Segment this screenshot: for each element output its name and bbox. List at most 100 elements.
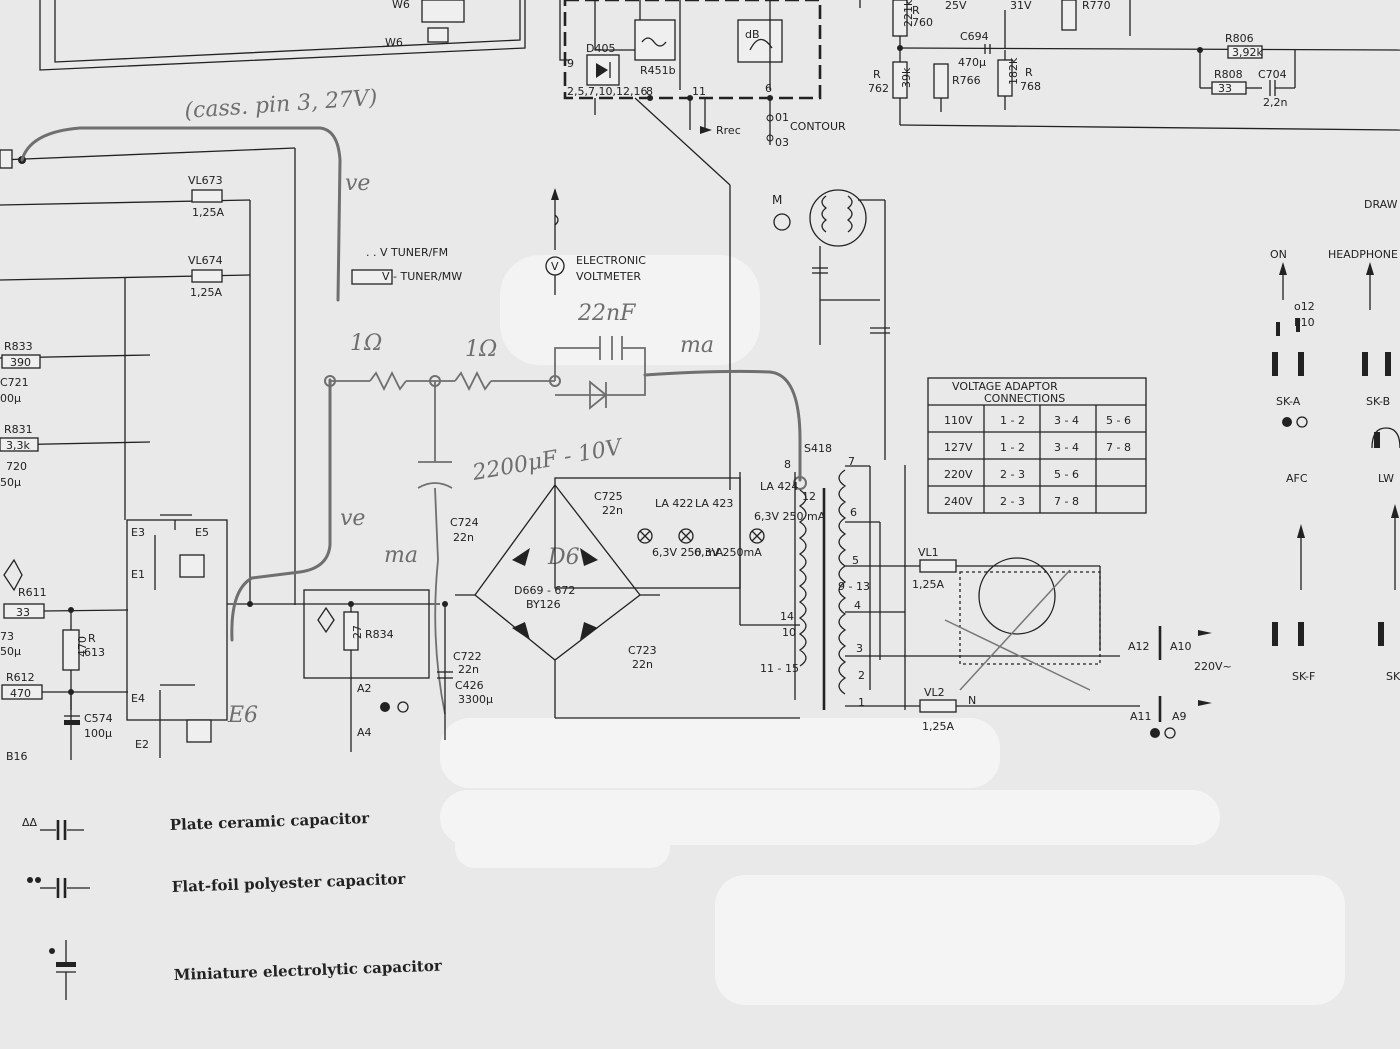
pencil-annotations (20, 126, 807, 715)
r613-label: 613 (84, 646, 105, 659)
adaptor-cell: 1 - 2 (1000, 414, 1025, 427)
c573-value: 50μ (0, 645, 21, 658)
c725-label: C725 (594, 490, 623, 503)
c722-label: C722 (453, 650, 482, 663)
adaptor-cell: 3 - 4 (1054, 414, 1079, 427)
c722-value: 22n (458, 663, 479, 676)
c725-value: 22n (602, 504, 623, 517)
r613-letter: R (88, 632, 96, 645)
la423-spec: 6,3V 250mA (694, 546, 762, 559)
r831-label: R831 (4, 423, 33, 436)
tap-2-label: 2 (858, 669, 865, 682)
ska-label: SK-A (1276, 395, 1301, 408)
b16-label: B16 (6, 750, 28, 763)
v31-label: 31V (1010, 0, 1032, 12)
adaptor-cell: 220V (944, 468, 973, 481)
r762-letter: R (873, 68, 881, 81)
a12-label: A12 (1128, 640, 1150, 653)
la422-label: LA 422 (655, 497, 693, 510)
la422-spec: 6,3V 250 mA (652, 546, 724, 559)
redacted-areas (440, 255, 1345, 1005)
w6-label-a: W6 (392, 0, 410, 11)
vl674-label: VL674 (188, 254, 223, 267)
r762-value: 39k (900, 67, 913, 88)
pin-6-label: 6 (765, 82, 772, 95)
r611-value: 33 (16, 606, 30, 619)
c721-label: C721 (0, 376, 29, 389)
cap-22nf-note: 22nF (577, 301, 636, 326)
meter-section (351, 188, 890, 460)
r770-label: R770 (1082, 0, 1111, 12)
r762-label: 762 (868, 82, 889, 95)
e6-note: E6 (227, 703, 258, 728)
adaptor-cell: 1 - 2 (1000, 441, 1025, 454)
ma-note-bottom: ma (384, 543, 418, 568)
adaptor-cell: 7 - 8 (1054, 495, 1079, 508)
a4-label: A4 (357, 726, 372, 739)
plate-ceramic-marks: ΔΔ (22, 816, 38, 829)
skf-label: SK-F (1292, 670, 1315, 683)
afc-label: AFC (1286, 472, 1308, 485)
vl674-value: 1,25A (190, 286, 222, 299)
tuner-mw-label: V - TUNER/MW (382, 270, 462, 283)
tap-7-label: 7 (848, 455, 855, 468)
c720-value: 50μ (0, 476, 21, 489)
power-supply (303, 465, 1212, 752)
o3-label: 03 (775, 136, 789, 149)
r768-label: 768 (1020, 80, 1041, 93)
c574-value: 100μ (84, 727, 112, 740)
meter-m-symbol: M (772, 193, 782, 207)
v25-label: 25V (945, 0, 967, 12)
r834-label: R834 (365, 628, 394, 641)
r808-label: R808 (1214, 68, 1243, 81)
e2-label: E2 (135, 738, 149, 751)
tap-8-label: 8 (784, 458, 791, 471)
tap-3-label: 3 (856, 642, 863, 655)
tap-4-label: 4 (854, 599, 861, 612)
voltmeter-label: VOLTMETER (576, 270, 641, 283)
r760-letter: R (912, 4, 920, 17)
adaptor-cell: 5 - 6 (1054, 468, 1079, 481)
vl1-label: VL1 (918, 546, 939, 559)
r833-value: 390 (10, 356, 31, 369)
neutral-label: N (968, 694, 976, 707)
c724-label: C724 (450, 516, 479, 529)
r612-value: 470 (10, 687, 31, 700)
switch-p10-label: P10 (1294, 316, 1315, 329)
c704-value: 2,2n (1263, 96, 1287, 109)
a2-label: A2 (357, 682, 372, 695)
vl2-value: 1,25A (922, 720, 954, 733)
tap-6-label: 6 (850, 506, 857, 519)
r808-value: 33 (1218, 82, 1232, 95)
c720-label: 720 (6, 460, 27, 473)
cass-pin-note: (cass. pin 3, 27V) (184, 86, 379, 124)
a10-label: A10 (1170, 640, 1192, 653)
pin-8-label: 8 (646, 85, 653, 98)
sk-last-label: SK (1386, 670, 1400, 683)
top-right-block (859, 0, 1400, 131)
ve-note-bottom: ve (340, 506, 365, 531)
e1-label: E1 (131, 568, 145, 581)
mains-label: 220V~ (1194, 660, 1232, 673)
e4-label: E4 (131, 692, 145, 705)
c724-value: 22n (453, 531, 474, 544)
top-center-block (559, 0, 822, 490)
tuner-fm-label: . . V TUNER/FM (366, 246, 448, 259)
tap-14-label: 14 (780, 610, 794, 623)
resistor-1-ohm-a: 1Ω (350, 331, 382, 356)
la423-label: LA 423 (695, 497, 733, 510)
o1-label: 01 (775, 111, 789, 124)
adaptor-cell: 3 - 4 (1054, 441, 1079, 454)
s418-label: S418 (804, 442, 832, 455)
vl673-label: VL673 (188, 174, 223, 187)
voltmeter-symbol: V (551, 260, 559, 273)
adaptor-cell: 5 - 6 (1106, 414, 1131, 427)
right-panel (1272, 262, 1400, 646)
e5-label: E5 (195, 526, 209, 539)
w6-label-b: W6 (385, 36, 403, 49)
r760-value: 221k (902, 0, 915, 27)
tap-11-15-label: 11 - 15 (760, 662, 799, 675)
draw-label: DRAW (1364, 198, 1398, 211)
r760-label: 760 (912, 16, 933, 29)
